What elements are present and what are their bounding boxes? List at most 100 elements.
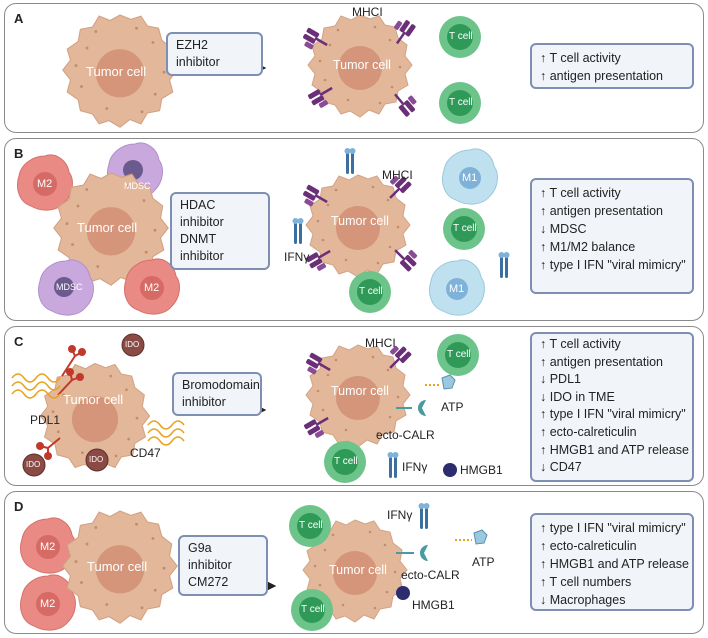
tumor-cell-label-d1: Tumor cell: [87, 559, 148, 574]
m1-label-b2: M1: [449, 283, 465, 295]
effect-item: ↓ CD47: [540, 460, 582, 475]
tumor-cell-label-c1: Tumor cell: [63, 392, 124, 407]
effect-item: ↑ antigen presentation: [540, 204, 664, 218]
atp-label-c: ATP: [441, 400, 464, 414]
effects-box-a: ↑ T cell activity ↑ antigen presentation: [530, 43, 694, 89]
t-cell-label-b2: T cell: [359, 286, 383, 297]
effect-item: ↑ M1/M2 balance: [540, 240, 636, 254]
hmgb1-icon-d: [396, 586, 410, 600]
m2-label-d2: M2: [40, 598, 56, 610]
mdsc-label-b2: MDSC: [56, 282, 83, 292]
effects-box-d: ↑ type I IFN "viral mimicry" ↑ ecto-calr…: [530, 513, 694, 611]
effects-box-b: ↑ T cell activity ↑ antigen presentation…: [530, 178, 694, 294]
t-cell-label-a1: T cell: [449, 31, 473, 42]
drug-box-b: HDAC inhibitor DNMT inhibitor: [170, 192, 270, 270]
effect-item: ↓ Macrophages: [540, 593, 626, 607]
t-cell-label-d1: T cell: [299, 520, 323, 531]
effect-item: ↑ ecto-calreticulin: [540, 424, 637, 439]
mhci-label-c: MHCI: [365, 336, 396, 350]
drug-line: Bromodomain: [182, 378, 260, 392]
panel-c-label: C: [14, 334, 24, 349]
pdl1-receptors-c: [36, 345, 86, 460]
ifng-icon-b1: [344, 148, 356, 174]
effect-item: ↑ antigen presentation: [540, 69, 664, 83]
m2-macrophage-d1: [20, 517, 76, 574]
panel-d-label: D: [14, 499, 24, 514]
mdsc-label-b1: MDSC: [124, 181, 151, 191]
effect-item: ↑ antigen presentation: [540, 354, 664, 369]
panel-b-label: B: [14, 146, 24, 161]
m2-label-b1: M2: [37, 178, 53, 190]
effect-item: ↑ HMGB1 and ATP release: [540, 442, 689, 457]
ecto-calr-label-d: ecto-CALR: [401, 568, 460, 582]
t-cell-label-a2: T cell: [449, 97, 473, 108]
effect-item: ↑ T cell activity: [540, 186, 621, 200]
t-cell-label-d2: T cell: [301, 604, 325, 615]
effect-item: ↑ HMGB1 and ATP release: [540, 557, 689, 571]
effect-item: ↑ ecto-calreticulin: [540, 539, 637, 553]
drug-line: DNMT inhibitor: [180, 232, 224, 263]
effects-box-c: ↑ T cell activity ↑ antigen presentation…: [530, 332, 694, 482]
mdsc-b2: [38, 259, 94, 316]
drug-line: CM272: [188, 575, 229, 589]
effect-item: ↑ T cell numbers: [540, 575, 632, 589]
cd47-receptors-c: [11, 373, 185, 446]
cd47-label: CD47: [130, 446, 161, 460]
effect-item: ↑ T cell activity: [540, 51, 621, 65]
m1-macrophage-b1: [442, 148, 498, 205]
m1-label-b1: M1: [462, 172, 478, 184]
effect-item: ↑ type I IFN "viral mimicry": [540, 521, 686, 535]
effect-item: ↑ type I IFN "viral mimicry": [540, 258, 686, 272]
ecto-calr-label-c: ecto-CALR: [376, 428, 435, 442]
m2-label-d1: M2: [40, 541, 56, 553]
ecto-calr-c: [396, 400, 426, 416]
mhci-label-b: MHCI: [382, 168, 413, 182]
effect-item: ↓ PDL1: [540, 372, 581, 387]
m2-label-b2: M2: [144, 282, 160, 294]
ifng-label-c: IFNγ: [402, 460, 428, 474]
ido-label-c2: IDO: [26, 460, 41, 469]
t-cell-label-b1: T cell: [453, 223, 477, 234]
tumor-cell-label-a1: Tumor cell: [86, 64, 147, 79]
drug-box-a: EZH2 inhibitor: [166, 32, 263, 76]
drug-box-d: G9a inhibitor CM272: [178, 535, 268, 596]
effect-item: ↓ MDSC: [540, 222, 587, 236]
ecto-calr-d: [396, 545, 428, 561]
tumor-cell-label-d2: Tumor cell: [329, 563, 387, 577]
ifng-label-b: IFNγ: [284, 250, 310, 264]
ido-label-c3: IDO: [89, 455, 104, 464]
tumor-cell-label-b2: Tumor cell: [331, 214, 389, 228]
ifng-label-d: IFNγ: [387, 508, 413, 522]
drug-line: G9a inhibitor: [188, 541, 232, 572]
t-cell-label-c2: T cell: [334, 456, 358, 467]
drug-line: EZH2 inhibitor: [176, 38, 220, 69]
drug-line: inhibitor: [182, 395, 226, 409]
drug-line: HDAC inhibitor: [180, 198, 224, 229]
ido-label-c1: IDO: [125, 340, 140, 349]
effect-item: ↑ T cell activity: [540, 337, 621, 351]
tumor-cell-label-c2: Tumor cell: [331, 384, 389, 398]
ifng-icon-d: [418, 503, 430, 529]
atp-icon-c: [425, 374, 456, 390]
hmgb1-icon-c: [443, 463, 457, 477]
effect-item: ↓ IDO in TME: [540, 389, 615, 404]
t-cell-label-c1: T cell: [447, 349, 471, 360]
atp-label-d: ATP: [472, 555, 495, 569]
m2-macrophage-b2: [124, 258, 180, 315]
hmgb1-label-d: HMGB1: [412, 598, 455, 612]
tumor-cell-label-a2: Tumor cell: [333, 58, 391, 72]
ifng-icon-b3: [498, 252, 510, 278]
atp-icon-d: [455, 529, 488, 545]
mhci-label-a: MHCI: [352, 5, 383, 19]
drug-box-c: Bromodomain inhibitor: [172, 372, 262, 416]
hmgb1-label-c: HMGB1: [460, 463, 503, 477]
pdl1-label: PDL1: [30, 413, 61, 427]
m2-macrophage-b1: [17, 154, 73, 211]
effect-item: ↑ type I IFN "viral mimicry": [540, 407, 686, 422]
ifng-icon-b2: [292, 218, 304, 244]
ifng-icon-c: [387, 452, 399, 478]
panel-a-label: A: [14, 11, 24, 26]
m1-macrophage-b2: [429, 259, 485, 316]
tumor-cell-label-b1: Tumor cell: [77, 220, 138, 235]
